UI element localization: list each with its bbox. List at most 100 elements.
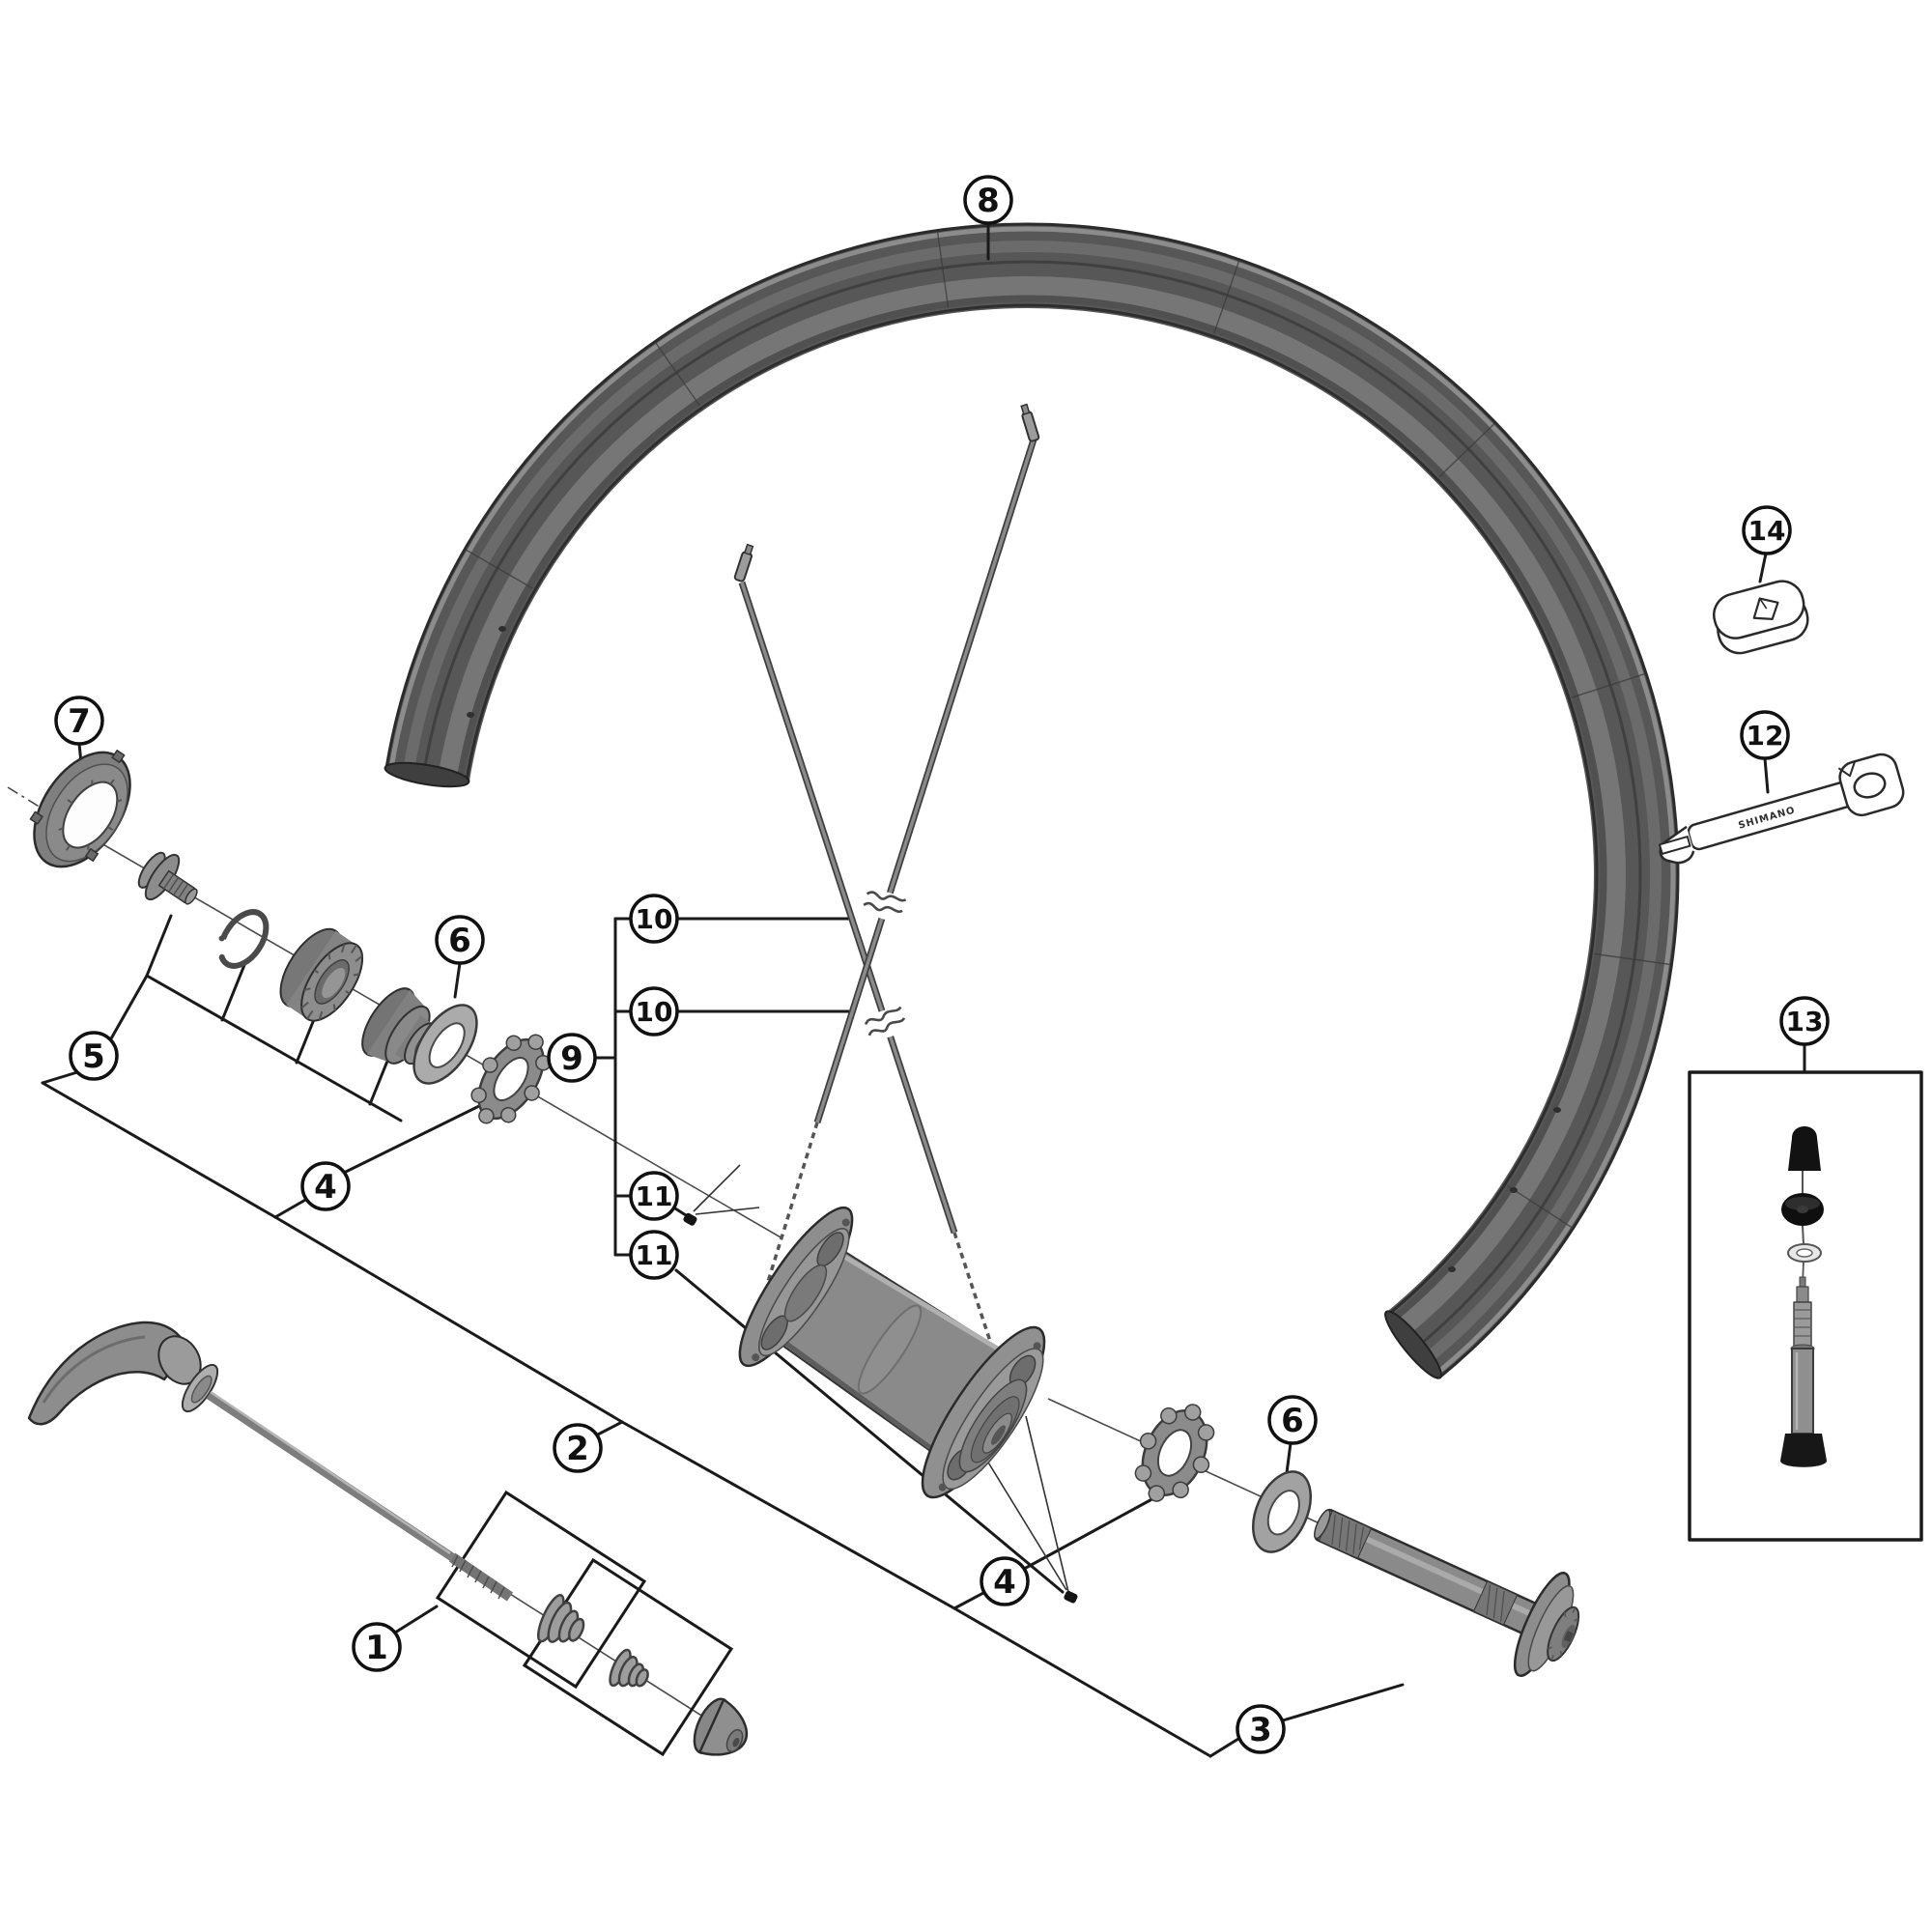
callout-6-left: 6 [435, 915, 485, 965]
rim-spoke-holes [467, 626, 1561, 1272]
callout-6-right-label: 6 [1281, 1402, 1304, 1440]
callout-4-left-circle [300, 1161, 351, 1211]
stub-2 [592, 1420, 624, 1438]
seal-washer-6-right [1252, 1470, 1312, 1553]
callout-6-right: 6 [1267, 1395, 1318, 1445]
stub-5-spine [108, 974, 149, 1042]
leader-4-left-to-retainer [344, 1101, 487, 1174]
qr-skewer-threads [448, 1552, 514, 1602]
bearing-cone-part-5c [279, 927, 364, 1022]
spoke-left [740, 582, 956, 1234]
callout-8-circle [963, 175, 1013, 225]
callout-7-circle [54, 696, 104, 746]
callout-11-bottom: 11 [629, 1230, 679, 1280]
qr-spring-large [537, 1594, 585, 1643]
spokes [733, 403, 1040, 1392]
valve-cap [1788, 1126, 1821, 1171]
qr-lever-crease [42, 1335, 146, 1404]
hub-barrel-shadow [777, 1335, 934, 1452]
qr-serrated-washer [181, 1363, 219, 1413]
rim-plug-part-14 [1713, 580, 1809, 655]
nipple-plug-left [683, 1212, 697, 1226]
callout-9-label: 9 [560, 1039, 583, 1078]
callout-4-left-label: 4 [314, 1168, 337, 1207]
callout-13: 13 [1779, 996, 1830, 1046]
spoke-nipple-right [1020, 403, 1040, 442]
spoke-nipple-left [733, 543, 754, 582]
nipple-plug-right [1064, 1590, 1078, 1604]
callout-2: 2 [553, 1423, 603, 1473]
spoke-right [815, 439, 1036, 1123]
callout-1-label: 1 [365, 1629, 388, 1667]
callout-10-bottom-circle [629, 986, 679, 1037]
callout-9: 9 [547, 1033, 597, 1083]
callout-12: 12 [1740, 710, 1790, 760]
callout-11-top-circle [629, 1171, 679, 1221]
bracket-group-1 [393, 1490, 734, 1757]
spoke-wrench-part-12: SHIMANO [1658, 753, 1905, 865]
callout-6-left-circle [435, 915, 485, 965]
axle-part-3 [1314, 1508, 1580, 1677]
qr-skewer-rod [206, 1391, 455, 1561]
hub-flange-left [738, 1206, 854, 1368]
callout-14: 14 [1742, 505, 1792, 555]
callout-6-right-circle [1267, 1395, 1318, 1445]
callout-3: 3 [1236, 1704, 1286, 1754]
hub-flange-right [921, 1325, 1046, 1499]
seal-washer-6-left [412, 1004, 478, 1085]
bracket-group-5 [145, 914, 403, 1122]
valve-unit-part-13 [1688, 1070, 1923, 1542]
callout-3-label: 3 [1249, 1711, 1272, 1749]
valve-tip [1799, 1276, 1806, 1288]
bearing-ribs [300, 943, 363, 1020]
qr-spring-small [609, 1648, 649, 1688]
leader-14 [1758, 552, 1768, 583]
callout-12-label: 12 [1747, 720, 1784, 752]
spoke-right-hidden-end [765, 1122, 819, 1286]
valve-base [1780, 1434, 1827, 1467]
rim-end-caps [384, 761, 1442, 1379]
qr-skewer-part-1 [27, 1321, 749, 1756]
stub-4-right [952, 1591, 985, 1610]
callout-4-right-label: 4 [993, 1563, 1016, 1602]
leader-6-left [453, 961, 462, 999]
callout-10-bottom: 10 [629, 986, 679, 1037]
callout-11-top: 11 [629, 1171, 679, 1221]
bracket-spoke-set-9 [593, 917, 1065, 1594]
callout-6-left-label: 6 [448, 922, 471, 960]
stub-3 [1208, 1737, 1240, 1758]
rim-part-8 [384, 222, 1680, 1379]
callout-4-left: 4 [300, 1161, 351, 1211]
snap-ring-part-5b [210, 909, 270, 969]
valve-stem [1791, 1348, 1814, 1435]
stub-5-chain [41, 1070, 79, 1085]
spoke-break-mark-left [859, 1004, 913, 1044]
hub-center-sleeve [857, 1304, 923, 1395]
callout-10-top: 10 [629, 894, 679, 944]
callout-10-bottom-label: 10 [636, 996, 673, 1028]
callout-8: 8 [963, 175, 1013, 225]
callout-5-circle [69, 1031, 119, 1081]
callout-8-label: 8 [977, 182, 1000, 220]
callout-7: 7 [54, 696, 104, 746]
cone-bolt-part-5a [137, 851, 198, 905]
callout-12-circle [1740, 710, 1790, 760]
callout-3-circle [1236, 1704, 1286, 1754]
leader-12 [1763, 756, 1770, 794]
qr-lever [27, 1321, 189, 1426]
callout-14-label: 14 [1748, 515, 1786, 547]
callout-10-top-label: 10 [636, 903, 673, 935]
callout-4-right: 4 [980, 1556, 1030, 1606]
callout-11-bottom-circle [629, 1230, 679, 1280]
rim-seams [465, 231, 1671, 1229]
leader-3-to-axle [1281, 1683, 1405, 1722]
ball-retainer-4-right [1134, 1404, 1215, 1502]
lock-ring-part-7 [29, 750, 131, 868]
callout-7-label: 7 [68, 702, 91, 741]
callout-10-top-circle [629, 894, 679, 944]
callout-14-circle [1742, 505, 1792, 555]
callout-1: 1 [352, 1622, 402, 1672]
